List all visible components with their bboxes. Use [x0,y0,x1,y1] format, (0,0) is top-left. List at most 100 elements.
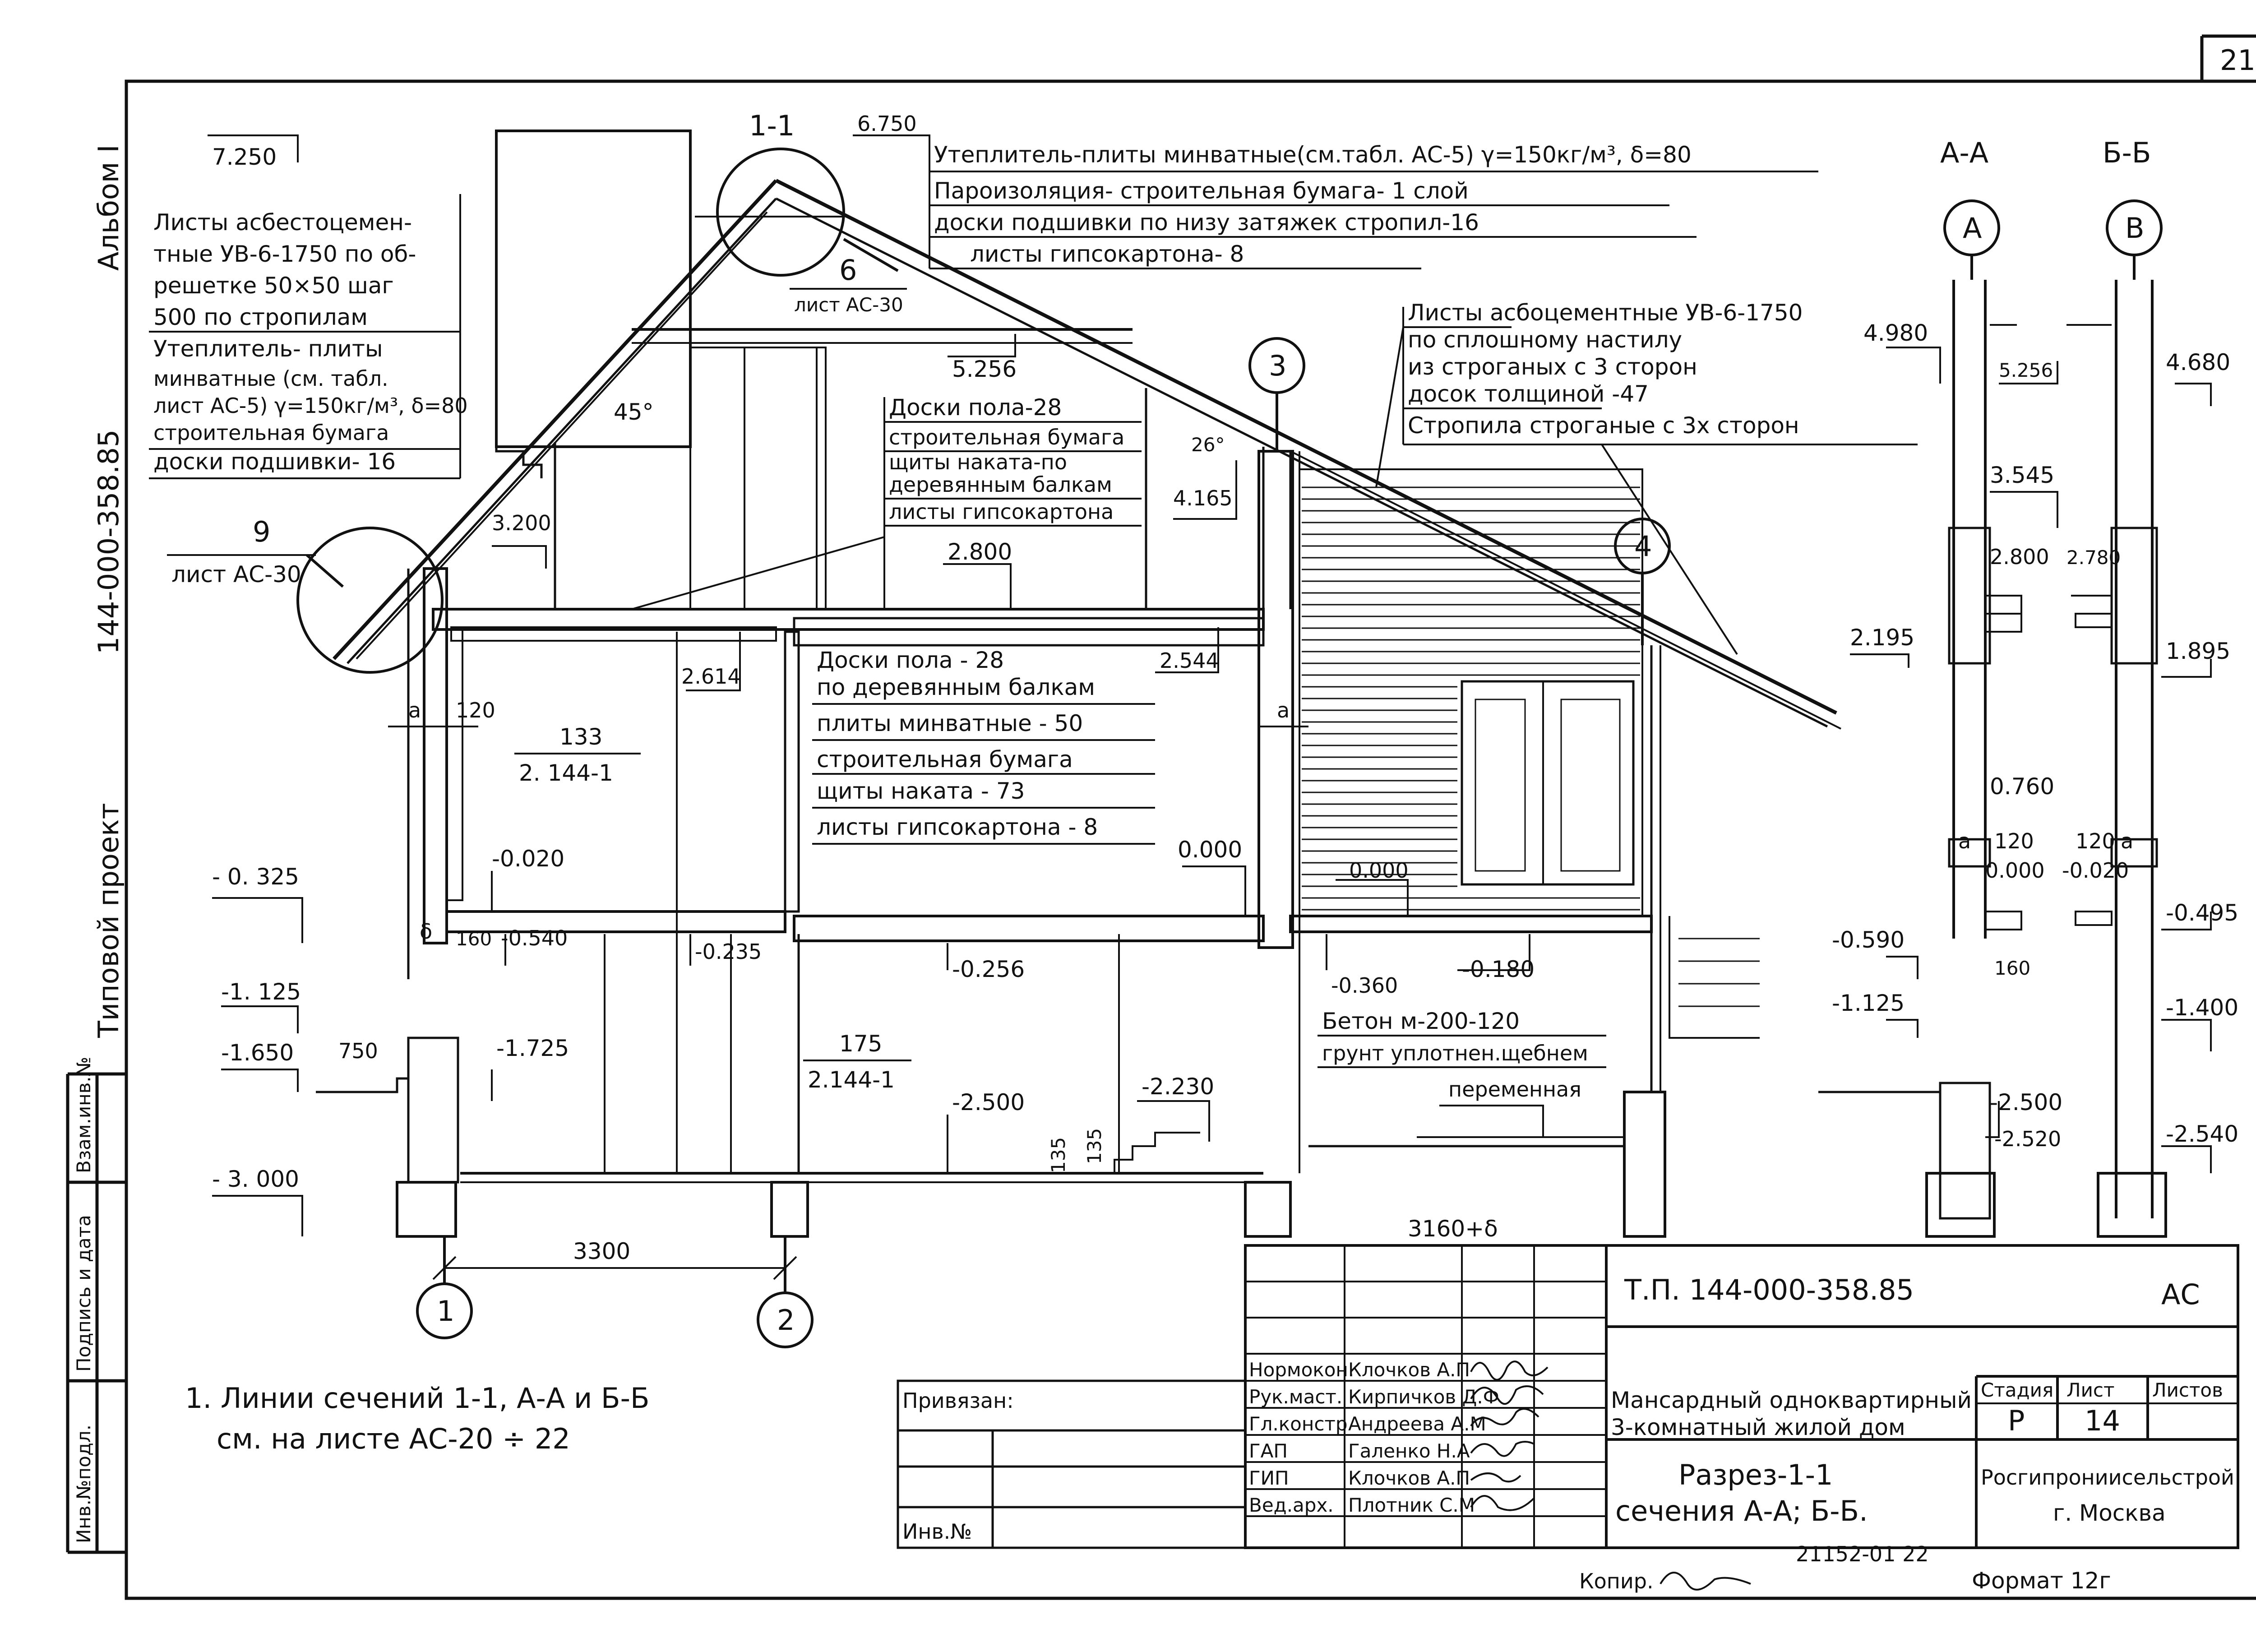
role-name: Плотник С.М [1348,1494,1475,1516]
roof-left-line: тные УВ-6-1750 по об- [153,241,416,267]
bb-level: 2.780 [2066,546,2121,569]
cover-leaders [1375,307,1918,655]
dim-label: 750 [338,1039,378,1063]
bb-level: 1.895 [2166,638,2230,664]
attic-floor-line: Доски пола-28 [889,394,1062,421]
role-name: Клочков А.П [1348,1359,1470,1381]
dim-label: 2.144-1 [808,1067,895,1093]
stamp-inv-original: Инв.№подл. [73,1425,95,1543]
role-label: Вед.арх. [1249,1494,1334,1516]
siding-hatch [1302,486,1640,911]
aa-level: a [1958,829,1971,853]
level-label: 7.250 [212,144,277,170]
level-label: 2.614 [681,664,741,689]
level-label: -0.360 [1331,973,1398,998]
callout-9-circle [296,527,444,674]
roof-left-underlines [149,194,461,479]
ground-floor-line: строительная бумага [817,746,1073,773]
project-code-side: 144-000-358.85 [92,430,125,654]
dim-lines [388,726,1308,1061]
bb-level-labels: 4.680 2.780 1.895 -0.020 -0.495 -1.400 -… [2062,349,2238,1147]
section-title-1-1: 1-1 [749,109,795,142]
sheet-frame [66,34,2256,1600]
axis-3-label: 3 [1269,349,1286,382]
aa-level: -2.520 [1994,1127,2061,1151]
bb-level: -1.400 [2166,995,2238,1021]
callout-6-circle [716,148,845,277]
slab-line: переменная [1448,1077,1581,1101]
level-label: 0.000 [1349,858,1409,883]
ground-floor-underlines [812,703,1155,845]
ground-floor-line: Доски пола - 28 [817,647,1004,673]
sheet-value: 14 [2085,1404,2120,1437]
order-number: 21152-01 22 [1796,1542,1929,1566]
aa-level: 5.256 [1999,359,2053,381]
section-code: АС [2161,1278,2200,1311]
level-label: -2.500 [952,1089,1025,1115]
aa-level: 0.760 [1990,773,2054,800]
designation: Т.П. 144-000-358.85 [1624,1273,1914,1306]
level-label: -0.235 [695,939,762,964]
role-label: Рук.маст. [1249,1386,1342,1408]
dim-label: 135 [1047,1137,1069,1173]
level-label: 2.544 [1160,648,1219,673]
role-label: ГИП [1249,1467,1289,1489]
level-label: -0.020 [492,846,564,872]
section-1-1-drawing [316,130,1841,1238]
axis-a-label: А [1963,212,1982,245]
callout-6-number: 6 [839,254,857,287]
angle-45: 45° [614,399,654,425]
stage-header: Стадия [1981,1379,2053,1401]
footing-axis-4 [1623,1091,1666,1238]
bb-level: 120 [2076,829,2115,853]
slab-spec: Бетон м-200-120 грунт уплотнен.щебнем пе… [1322,1008,1588,1101]
attic-floor-underlines [631,397,1142,610]
organization: г. Москва [2053,1500,2166,1526]
roof-spec-line: Утеплитель-плиты минватные(см.табл. АС-5… [934,142,1692,168]
role-label: Гл.констр [1249,1413,1348,1435]
ground-floor-line: по деревянным балкам [817,674,1095,700]
section-a-a-drawing [1818,280,2022,1238]
signatures [1470,1360,1549,1511]
level-label: 6.750 [857,111,917,136]
sheets-header: Листов [2152,1379,2223,1401]
angle-26: 26° [1191,434,1225,456]
view-title-a-a: А-А [1940,136,1988,169]
aa-level: 0.000 [1985,858,2045,883]
organization: Росгипрониисельстрой [1981,1465,2234,1490]
roof-left-line: минватные (см. табл. [153,366,388,391]
role-name: Галенко Н.А [1348,1440,1470,1462]
callout-9-number: 9 [253,515,270,548]
section-b-b-drawing [2066,280,2167,1238]
axis-2-label: 2 [777,1304,795,1337]
callout-9-ref: лист АС-30 [171,561,301,588]
ground-floor-line: листы гипсокартона - 8 [817,814,1098,840]
attic-floor-spec: Доски пола-28 строительная бумага щиты н… [889,394,1124,524]
copy-signature [1660,1572,1751,1591]
level-label: -2.230 [1142,1074,1214,1100]
slab-line: грунт уплотнен.щебнем [1322,1041,1588,1065]
chimney [495,130,692,448]
dim-label: 175 [839,1031,882,1057]
cover-line: Стропила строганые с 3х сторон [1408,412,1799,439]
roof-spec-left: Листы асбестоцемен- тные УВ-6-1750 по об… [153,209,468,475]
roof-spec-underlines [929,135,1818,269]
attic-floor-line: деревянным балкам [889,472,1112,497]
sheet-name: Разрез-1-1 [1678,1458,1833,1491]
bb-level: 4.680 [2166,349,2230,375]
copy-label: Копир. [1579,1569,1654,1593]
aa-level: -1.125 [1832,990,1905,1016]
roof-left-line: Листы асбестоцемен- [153,209,412,236]
slab-line: Бетон м-200-120 [1322,1008,1520,1034]
album-label: Альбом I [92,144,125,271]
stamp-replace-inv: Взам.инв.№ [73,1057,95,1173]
level-leaders [208,134,2212,1236]
roof-cover-spec: Листы асбоцементные УВ-6-1750 по сплошно… [1408,300,1803,439]
role-name: Клочков А.П [1348,1467,1470,1489]
attic-floor-line: строительная бумага [889,425,1124,449]
cover-line: по сплошному настилу [1408,327,1682,353]
bb-level: a [2121,829,2133,853]
title-block [1244,1244,2239,1549]
bb-level: -0.020 [2062,858,2129,883]
cover-line: досок толщиной -47 [1408,381,1649,407]
